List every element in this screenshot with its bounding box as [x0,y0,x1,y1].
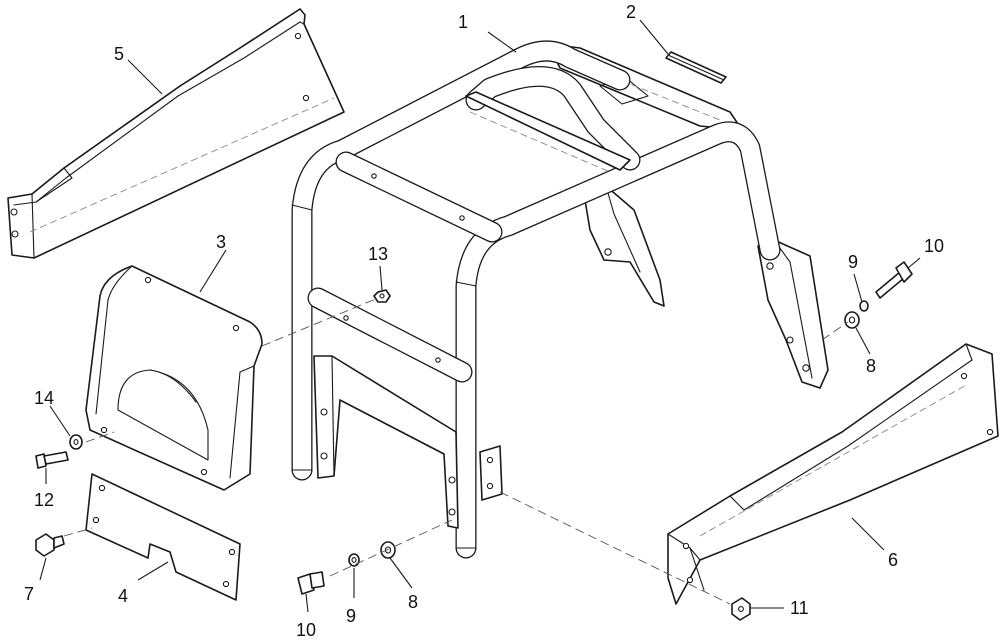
part-1-main-frame [291,40,829,559]
callout-9-lower: 9 [346,606,356,626]
callout-12: 12 [34,490,54,510]
callout-14: 14 [34,388,54,408]
callout-10-upper: 10 [924,236,944,256]
part-3-cover [85,265,263,491]
callout-8-upper: 8 [866,356,876,376]
callout-2: 2 [626,2,636,22]
callout-8-lower: 8 [408,592,418,612]
callout-4: 4 [118,586,128,606]
part-6-side-rail [667,343,999,605]
callout-9-upper: 9 [848,252,858,272]
part-4-plate [85,473,241,601]
part-13-nut [373,289,391,303]
callout-labels: 1 2 3 4 5 6 7 8 8 9 9 10 10 11 12 13 14 [24,2,944,640]
callout-7: 7 [24,584,34,604]
part-9-washer-lower [348,553,360,567]
callout-10-lower: 10 [296,620,316,640]
callout-13: 13 [368,244,388,264]
part-14-washer [69,434,83,450]
callout-3: 3 [216,232,226,252]
part-11-nut [731,597,751,621]
part-9-washer-upper [859,300,869,312]
part-2-pin [665,51,727,84]
part-12-bolt [35,451,69,469]
part-8-washer-lower [380,541,396,559]
part-5-side-rail [7,8,345,259]
part-7-nut-bolt [35,533,65,557]
callout-6: 6 [888,550,898,570]
part-8-washer-upper [844,311,860,329]
callout-11: 11 [790,598,809,618]
leader-lines [39,19,921,613]
part-10-bolt-lower [297,571,325,595]
assembly-lines [63,297,849,605]
callout-1: 1 [458,12,468,32]
part-10-bolt-upper [875,261,913,299]
callout-5: 5 [114,44,124,64]
